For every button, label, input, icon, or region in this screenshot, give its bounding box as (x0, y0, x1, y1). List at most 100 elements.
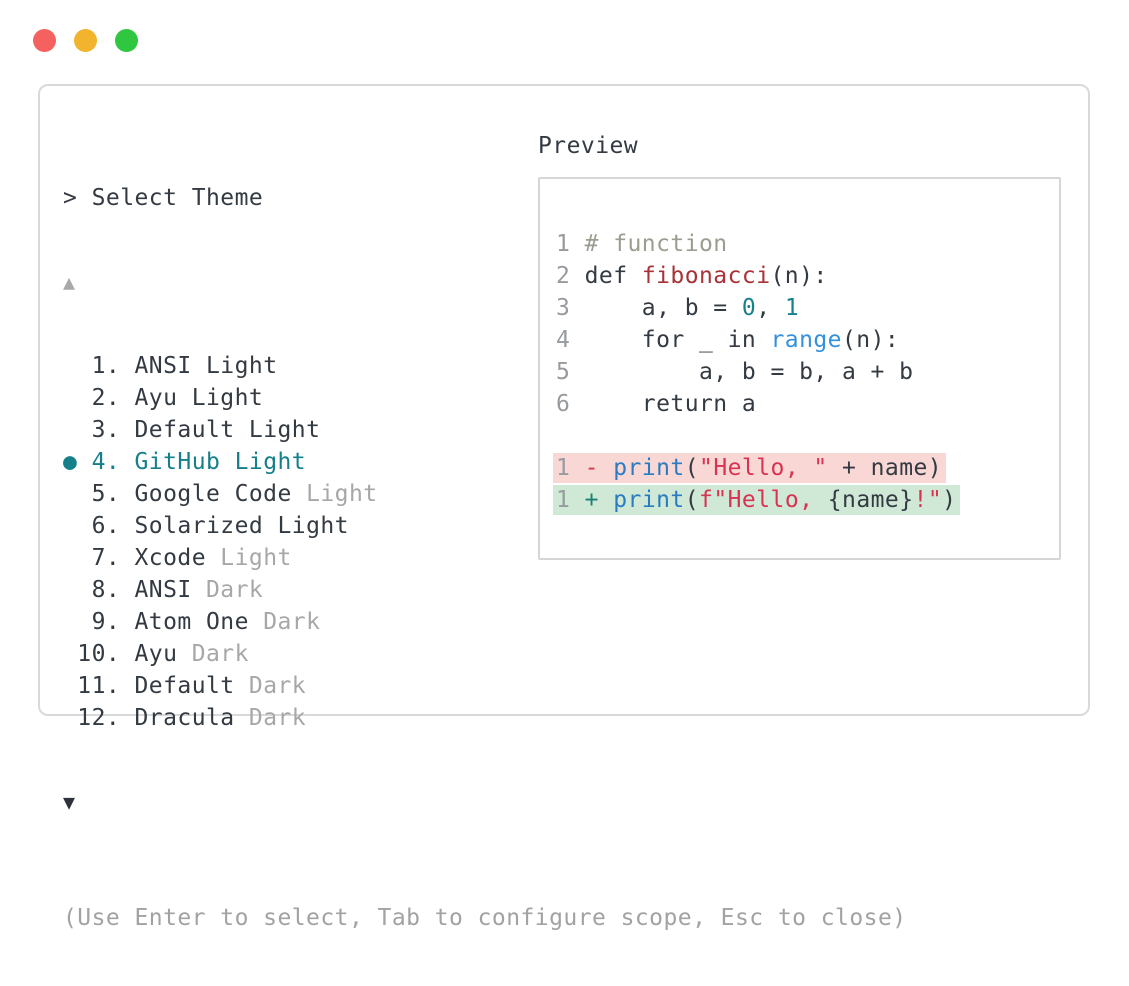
picker-header: > Select Theme (63, 182, 907, 214)
code-token-text: {name} (827, 487, 914, 513)
line-number: 1 (556, 455, 585, 481)
theme-option[interactable]: 11. Default Dark (63, 670, 907, 702)
option-number: 1. (63, 353, 135, 379)
prompt-chevron-icon: > (63, 185, 92, 211)
code-token-function_name: fibonacci (641, 263, 771, 289)
theme-option[interactable]: 6. Solarized Light (63, 510, 907, 542)
code-token-text: def (584, 263, 642, 289)
option-number: 5. (63, 481, 135, 507)
code-token-removed_sign: - (584, 455, 614, 481)
window-controls (33, 29, 138, 52)
maximize-button[interactable] (115, 29, 138, 52)
line-content: 3 a, b = 0, 1 (556, 293, 799, 323)
option-number: 3. (63, 417, 135, 443)
code-line: 3 a, b = 0, 1 (556, 292, 1059, 324)
theme-option[interactable]: 7. Xcode Light (63, 542, 907, 574)
theme-picker-window: > Select Theme ▲ 1. ANSI Light 2. Ayu Li… (38, 84, 1090, 931)
theme-variant: Light (291, 481, 378, 507)
theme-option[interactable]: 8. ANSI Dark (63, 574, 907, 606)
code-line: 5 a, b = b, a + b (556, 356, 1059, 388)
theme-name: Solarized (134, 513, 264, 539)
close-button[interactable] (33, 29, 56, 52)
line-number: 2 (556, 263, 585, 289)
code-token-text: + name) (827, 455, 943, 481)
code-token-string: !" (913, 487, 943, 513)
line-number: 3 (556, 295, 585, 321)
code-token-number: 1 (784, 295, 800, 321)
code-token-text: ( (684, 455, 700, 481)
option-number: 6. (63, 513, 135, 539)
theme-name: Default (134, 673, 235, 699)
theme-variant: Light (177, 385, 264, 411)
option-number: 2. (63, 385, 135, 411)
code-token-comment: # function (584, 231, 728, 257)
line-number: 1 (556, 487, 585, 513)
code-token-text: ) (942, 487, 957, 513)
theme-list: 1. ANSI Light 2. Ayu Light 3. Default Li… (63, 350, 907, 734)
code-token-added_sign: + (584, 487, 614, 513)
theme-variant: Light (191, 353, 278, 379)
minimize-button[interactable] (74, 29, 97, 52)
diff-line-added: 1 + print(f"Hello, {name}!") (553, 484, 1059, 516)
theme-option[interactable]: 1. ANSI Light (63, 350, 907, 382)
line-content: 2 def fibonacci(n): (556, 261, 828, 291)
theme-variant: Dark (177, 641, 249, 667)
line-content: 1 # function (556, 229, 728, 259)
code-token-text: , (756, 295, 785, 321)
preview-title: Preview (538, 133, 639, 159)
line-content: 4 for _ in range(n): (556, 325, 899, 355)
code-line: 4 for _ in range(n): (556, 324, 1059, 356)
theme-variant: Dark (191, 577, 264, 603)
theme-option[interactable]: 2. Ayu Light (63, 382, 907, 414)
theme-name: Ayu (134, 385, 178, 411)
code-token-text: (n): (770, 263, 828, 289)
theme-name: Atom One (134, 609, 249, 635)
diff-line-removed: 1 - print("Hello, " + name) (553, 452, 1059, 484)
theme-name: Ayu (134, 641, 178, 667)
theme-name: Xcode (134, 545, 206, 571)
option-number: 9. (63, 609, 135, 635)
code-token-text: (n): (841, 327, 900, 353)
line-content: 1 - print("Hello, " + name) (553, 453, 947, 483)
scroll-down-icon[interactable]: ▼ (63, 790, 76, 814)
code-line: 2 def fibonacci(n): (556, 260, 1059, 292)
line-content: 5 a, b = b, a + b (556, 357, 913, 387)
theme-variant: Light (206, 545, 292, 571)
code-token-print_call: print (613, 487, 685, 513)
theme-variant: Light (263, 513, 349, 539)
theme-variant: Light (220, 449, 307, 475)
theme-option[interactable]: 9. Atom One Dark (63, 606, 907, 638)
code-line: 1 # function (556, 228, 1059, 260)
line-content: 1 + print(f"Hello, {name}!") (553, 485, 961, 515)
theme-variant: Dark (234, 673, 307, 699)
theme-option[interactable]: 12. Dracula Dark (63, 702, 907, 734)
theme-name: Dracula (134, 705, 235, 731)
code-token-text: a, b = (584, 295, 742, 321)
code-token-text: a, b = b, a + b (584, 359, 914, 385)
theme-name: Google Code (134, 481, 292, 507)
theme-option[interactable]: 3. Default Light (63, 414, 907, 446)
code-token-number: 0 (741, 295, 757, 321)
line-number: 5 (556, 359, 585, 385)
line-number: 1 (556, 231, 585, 257)
theme-option[interactable]: ● 4. GitHub Light (63, 446, 907, 478)
option-number: 10. (63, 641, 135, 667)
theme-variant: Light (234, 417, 321, 443)
page-title: Select Theme (91, 185, 264, 211)
theme-variant: Dark (248, 609, 321, 635)
code-token-text: for _ in (584, 327, 771, 353)
scroll-up-icon[interactable]: ▲ (63, 270, 76, 294)
code-token-range_call: range (770, 327, 842, 353)
line-number: 6 (556, 391, 585, 417)
code-token-print_call: print (613, 455, 685, 481)
code-token-text: ( (684, 487, 700, 513)
code-token-string: "Hello, " (699, 455, 828, 481)
selected-bullet-icon: ● 4. (63, 449, 135, 475)
theme-option[interactable]: 5. Google Code Light (63, 478, 907, 510)
theme-option[interactable]: 10. Ayu Dark (63, 638, 907, 670)
keyboard-hints: (Use Enter to select, Tab to configure s… (63, 905, 907, 931)
line-content: 6 return a (556, 389, 756, 419)
